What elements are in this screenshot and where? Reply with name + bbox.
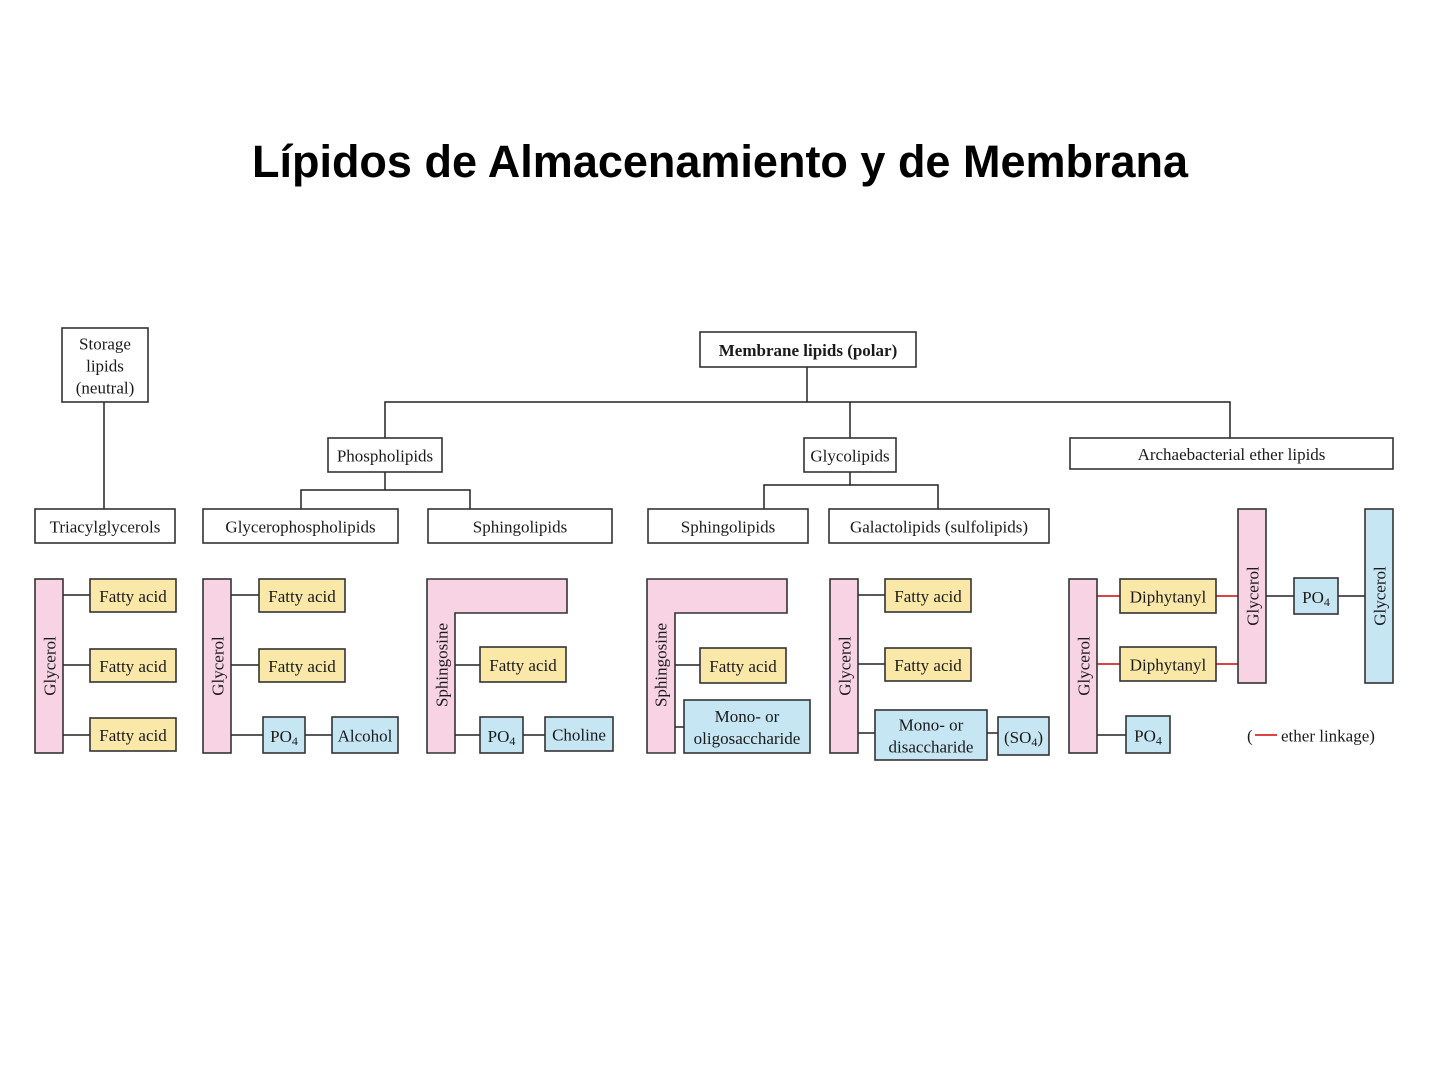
- legend-ether-linkage-label: ether linkage): [1281, 727, 1375, 746]
- arch-glycerol-middle-label: Glycerol: [1244, 566, 1263, 626]
- node-membrane-lipids-label: Membrane lipids (polar): [719, 341, 898, 360]
- gal-mono-or-disaccharide-label-1: Mono- or: [899, 716, 964, 735]
- tag-fatty-acid-2-label: Fatty acid: [99, 657, 167, 676]
- node-storage-lipids-label-1: Storage: [79, 335, 131, 354]
- gsl-fatty-acid-label: Fatty acid: [709, 657, 777, 676]
- node-glycolipids: [803, 437, 897, 473]
- node-triacylglycerols: [34, 508, 176, 544]
- gal-fatty-acid-1: [884, 578, 972, 613]
- arch-diphytanyl-2-label: Diphytanyl: [1130, 656, 1207, 675]
- gal-glycerol-label: Glycerol: [836, 636, 855, 696]
- node-sphingolipids-glyco: [647, 508, 809, 544]
- gal-fatty-acid-2-label: Fatty acid: [894, 656, 962, 675]
- node-triacylglycerols-label: Triacylglycerols: [50, 518, 161, 537]
- gpl-po4-label: PO4: [270, 727, 298, 749]
- gal-so4: [997, 716, 1050, 756]
- spl-choline-label: Choline: [552, 726, 606, 745]
- arch-po4-right-label: PO4: [1302, 588, 1330, 610]
- tag-fatty-acid-2: [89, 648, 177, 683]
- gal-so4-label: (SO4): [1004, 728, 1043, 750]
- gpl-glycerol-label: Glycerol: [209, 636, 228, 696]
- spl-choline: [544, 716, 614, 752]
- node-galactolipids-label: Galactolipids (sulfolipids): [850, 518, 1028, 537]
- arch-glycerol-left: [1068, 578, 1098, 754]
- spl-po4: [479, 716, 524, 754]
- connector-glycolipids-branches: [763, 484, 939, 509]
- arch-glycerol-middle: [1237, 508, 1267, 684]
- arch-diphytanyl-1-label: Diphytanyl: [1130, 588, 1207, 607]
- node-storage-lipids-label-2: lipids: [86, 357, 124, 376]
- gsl-mono-or-oligosaccharide-label-2: oligosaccharide: [694, 729, 801, 748]
- gpl-po4: [262, 716, 306, 754]
- gpl-fatty-acid-1-label: Fatty acid: [268, 587, 336, 606]
- connector-membrane-branches: [384, 401, 1231, 438]
- gal-glycerol: [829, 578, 859, 754]
- tag-glycerol: [34, 578, 64, 754]
- spl-sphingosine: [426, 578, 568, 754]
- node-sphingolipids-phospho: [427, 508, 613, 544]
- gsl-sphingosine: [646, 578, 788, 754]
- node-sphingolipids-phospho-label: Sphingolipids: [473, 518, 567, 537]
- spl-fatty-acid: [479, 646, 567, 683]
- gal-mono-or-disaccharide-label-2: disaccharide: [889, 738, 974, 757]
- arch-glycerol-right-label: Glycerol: [1371, 566, 1390, 626]
- arch-po4-right: [1293, 577, 1339, 615]
- node-archaebacterial-ether-lipids: [1069, 437, 1394, 470]
- spl-po4-label: PO4: [488, 727, 516, 749]
- arch-glycerol-right: [1364, 508, 1394, 684]
- tag-fatty-acid-3-label: Fatty acid: [99, 726, 167, 745]
- gpl-alcohol: [331, 716, 399, 754]
- arch-diphytanyl-1: [1119, 578, 1217, 614]
- node-phospholipids: [327, 437, 443, 473]
- node-glycolipids-label: Glycolipids: [810, 447, 889, 466]
- spl-sphingosine-label: Sphingosine: [433, 623, 452, 707]
- gsl-mono-or-oligosaccharide: [683, 699, 811, 754]
- gpl-glycerol: [202, 578, 232, 754]
- gpl-alcohol-label: Alcohol: [338, 727, 393, 746]
- tag-fatty-acid-1: [89, 578, 177, 613]
- arch-diphytanyl-2: [1119, 646, 1217, 682]
- gpl-fatty-acid-2: [258, 648, 346, 683]
- gal-mono-or-disaccharide: [874, 709, 988, 761]
- tag-glycerol-label: Glycerol: [41, 636, 60, 696]
- tag-fatty-acid-3: [89, 717, 177, 752]
- node-galactolipids: [828, 508, 1050, 544]
- arch-glycerol-left-label: Glycerol: [1075, 636, 1094, 696]
- node-storage-lipids-label-3: (neutral): [76, 379, 135, 398]
- gsl-sphingosine-label: Sphingosine: [652, 623, 671, 707]
- node-glycerophospholipids-label: Glycerophospholipids: [225, 518, 375, 537]
- arch-po4-label: PO4: [1134, 726, 1162, 748]
- arch-po4: [1125, 715, 1171, 754]
- slide-title: Lípidos de Almacenamiento y de Membrana: [251, 136, 1189, 187]
- tag-fatty-acid-1-label: Fatty acid: [99, 587, 167, 606]
- node-glycerophospholipids: [202, 508, 399, 544]
- connector-phospholipids-branches: [300, 489, 471, 509]
- node-membrane-lipids: [699, 331, 917, 368]
- legend-open-paren: (: [1247, 727, 1253, 746]
- gsl-fatty-acid: [699, 647, 787, 684]
- node-archaebacterial-ether-lipids-label: Archaebacterial ether lipids: [1138, 445, 1326, 464]
- gsl-mono-or-oligosaccharide-label-1: Mono- or: [715, 707, 780, 726]
- node-sphingolipids-glyco-label: Sphingolipids: [681, 518, 775, 537]
- gal-fatty-acid-1-label: Fatty acid: [894, 587, 962, 606]
- gpl-fatty-acid-1: [258, 578, 346, 613]
- node-storage-lipids: [61, 327, 149, 403]
- node-phospholipids-label: Phospholipids: [337, 447, 433, 466]
- gal-fatty-acid-2: [884, 647, 972, 682]
- gpl-fatty-acid-2-label: Fatty acid: [268, 657, 336, 676]
- spl-fatty-acid-label: Fatty acid: [489, 656, 557, 675]
